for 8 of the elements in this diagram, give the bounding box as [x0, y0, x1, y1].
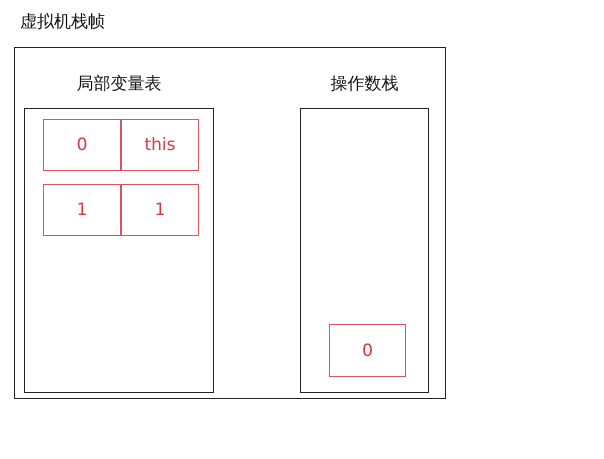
slot-cell: 1 [43, 184, 121, 236]
slot-cell: 0 [329, 324, 406, 377]
frame-heading: 虚拟机栈帧 [20, 11, 105, 34]
frame-heading: 局部变量表 [76, 73, 162, 96]
slot-cell: 0 [43, 119, 121, 171]
slot-cell: 1 [121, 184, 199, 236]
slot-cell: this [121, 119, 199, 171]
frame-heading: 操作数栈 [330, 73, 398, 96]
